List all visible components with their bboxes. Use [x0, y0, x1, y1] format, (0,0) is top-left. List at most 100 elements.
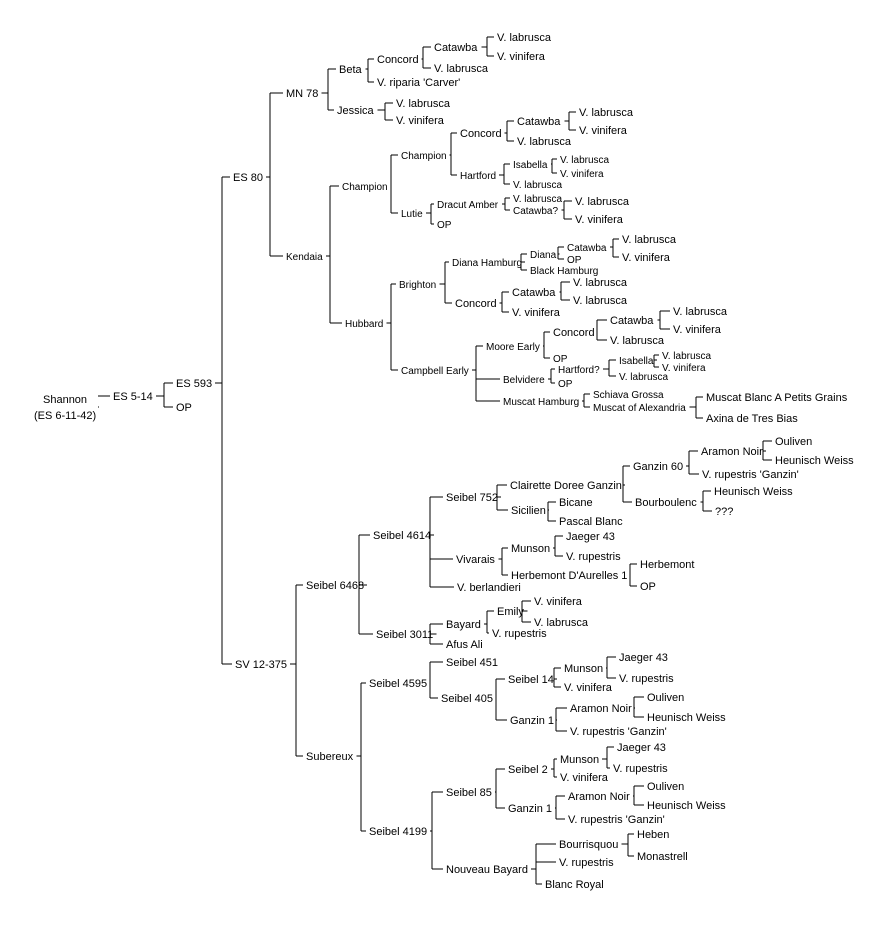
node-v-labrusca-label: V. labrusca [513, 180, 563, 191]
node-op-label: OP [553, 354, 568, 365]
node-v-labrusca-label: V. labrusca [534, 617, 589, 629]
node-vivarais-label: Vivarais [456, 554, 495, 566]
node-v-vinifera-label: V. vinifera [396, 115, 445, 127]
node-op-label: OP [567, 255, 582, 266]
node-seibel-4595-label: Seibel 4595 [369, 678, 427, 690]
node-v-labrusca-label: V. labrusca [560, 155, 610, 166]
node-v-rupestris-label: V. rupestris [492, 628, 547, 640]
node-bicane-label: Bicane [559, 497, 593, 509]
node-muscat-hamburg-label: Muscat Hamburg [503, 397, 579, 408]
node-belvidere-label: Belvidere [503, 375, 545, 386]
node-heunisch-weiss-label: Heunisch Weiss [647, 712, 726, 724]
node-v-vinifera-label: V. vinifera [560, 772, 609, 784]
node-clairette-doree-ganzin-label: Clairette Doree Ganzin [510, 480, 622, 492]
node-v-vinifera-label: V. vinifera [512, 307, 561, 319]
node-afus-ali-label: Afus Ali [446, 639, 483, 651]
node-muscat-blanc-a-petits-grains-label: Muscat Blanc A Petits Grains [706, 392, 848, 404]
node-v-riparia-carver-label: V. riparia 'Carver' [377, 77, 460, 89]
node-ganzin-1-label: Ganzin 1 [510, 715, 554, 727]
node-v-labrusca-label: V. labrusca [434, 63, 489, 75]
node-v-rupestris-label: V. rupestris [619, 673, 674, 685]
node-v-vinifera-label: V. vinifera [534, 596, 583, 608]
node-seibel-752-label: Seibel 752 [446, 492, 498, 504]
node-aramon-noir-label: Aramon Noir [568, 791, 630, 803]
node-catawba-label: Catawba [567, 243, 607, 254]
node-concord-label: Concord [460, 128, 502, 140]
node-v-labrusca-label: V. labrusca [517, 136, 572, 148]
node-v-labrusca-label: V. labrusca [622, 234, 677, 246]
node-subereux-label: Subereux [306, 751, 354, 763]
node-bourboulenc-label: Bourboulenc [635, 497, 697, 509]
node-v-rupestris-label: V. rupestris [559, 857, 614, 869]
node-v-labrusca-label: V. labrusca [396, 98, 451, 110]
node-v-labrusca-label: V. labrusca [662, 351, 712, 362]
node-axina-de-tres-bias-label: Axina de Tres Bias [706, 413, 798, 425]
node-catawba-label: Catawba [517, 116, 561, 128]
node-v-vinifera-label: V. vinifera [564, 682, 613, 694]
node-seibel-451-label: Seibel 451 [446, 657, 498, 669]
node-diana-hamburg-label: Diana Hamburg [452, 258, 522, 269]
node-bayard-label: Bayard [446, 619, 481, 631]
node-black-hamburg-label: Black Hamburg [530, 266, 598, 277]
node-isabella-label: Isabella [513, 160, 548, 171]
node-moore-early-label: Moore Early [486, 342, 540, 353]
node-v-vinifera-label: V. vinifera [497, 51, 546, 63]
node-catawba-label: Catawba [434, 42, 478, 54]
node-v-rupestris-ganzin-label: V. rupestris 'Ganzin' [568, 814, 665, 826]
node-v-vinifera-label: V. vinifera [673, 324, 722, 336]
node-lutie-label: Lutie [401, 209, 423, 220]
node-v-vinifera-label: V. vinifera [622, 252, 671, 264]
node-bourrisquou-label: Bourrisquou [559, 839, 618, 851]
node-seibel-4199-label: Seibel 4199 [369, 826, 427, 838]
node-v-rupestris-label: V. rupestris [613, 763, 668, 775]
node-v-labrusca-label: V. labrusca [619, 372, 669, 383]
node-ouliven-label: Ouliven [647, 692, 684, 704]
node-ouliven-label: Ouliven [775, 436, 812, 448]
node-v-vinifera-label: V. vinifera [575, 214, 624, 226]
node-v-rupestris-ganzin-label: V. rupestris 'Ganzin' [570, 726, 667, 738]
node-v-vinifera-label: V. vinifera [579, 125, 628, 137]
node-seibel-6468-label: Seibel 6468 [306, 580, 364, 592]
node-aramon-noir-label: Aramon Noir [701, 446, 763, 458]
node-jaeger-43-label: Jaeger 43 [619, 652, 668, 664]
node-v-labrusca-label: V. labrusca [497, 32, 552, 44]
node-catawba-label: Catawba [610, 315, 654, 327]
node-es-593-label: ES 593 [176, 378, 212, 390]
node-seibel-405-label: Seibel 405 [441, 693, 493, 705]
node-ouliven-label: Ouliven [647, 781, 684, 793]
node-v-rupestris-label: V. rupestris [566, 551, 621, 563]
node-concord-label: Concord [377, 54, 419, 66]
node--label: ??? [715, 506, 733, 518]
node-heunisch-weiss-label: Heunisch Weiss [714, 486, 793, 498]
node-beta-label: Beta [339, 64, 363, 76]
node-dracut-amber-label: Dracut Amber [437, 200, 499, 211]
node-muscat-of-alexandria-label: Muscat of Alexandria [593, 403, 686, 414]
node-v-berlandieri-label: V. berlandieri [457, 582, 521, 594]
root-name-label: Shannon [43, 394, 87, 406]
node-ganzin-60-label: Ganzin 60 [633, 461, 683, 473]
node-sicilien-label: Sicilien [511, 505, 546, 517]
node-concord-label: Concord [553, 327, 595, 339]
node-munson-label: Munson [560, 754, 599, 766]
node-op-label: OP [558, 379, 573, 390]
node-v-labrusca-label: V. labrusca [573, 295, 628, 307]
node-monastrell-label: Monastrell [637, 851, 688, 863]
node-campbell-early-label: Campbell Early [401, 366, 469, 377]
node-seibel-4614-label: Seibel 4614 [373, 530, 431, 542]
node-es-80-label: ES 80 [233, 172, 263, 184]
node-catawba-label: Catawba [512, 287, 556, 299]
node-hubbard-label: Hubbard [345, 319, 383, 330]
node-hartford-label: Hartford [460, 171, 496, 182]
node-isabella-label: Isabella [619, 356, 654, 367]
node-op-label: OP [640, 581, 656, 593]
node-v-labrusca-label: V. labrusca [513, 194, 563, 205]
node-munson-label: Munson [564, 663, 603, 675]
node-diana-label: Diana [530, 250, 557, 261]
node-jaeger-43-label: Jaeger 43 [617, 742, 666, 754]
node-herbemont-label: Herbemont [640, 559, 694, 571]
node-v-rupestris-ganzin-label: V. rupestris 'Ganzin' [702, 469, 799, 481]
node-herbemont-d-aurelles-1-label: Herbemont D'Aurelles 1 [511, 570, 627, 582]
node-seibel-14-label: Seibel 14 [508, 674, 554, 686]
node-heben-label: Heben [637, 829, 669, 841]
node-pascal-blanc-label: Pascal Blanc [559, 516, 623, 528]
